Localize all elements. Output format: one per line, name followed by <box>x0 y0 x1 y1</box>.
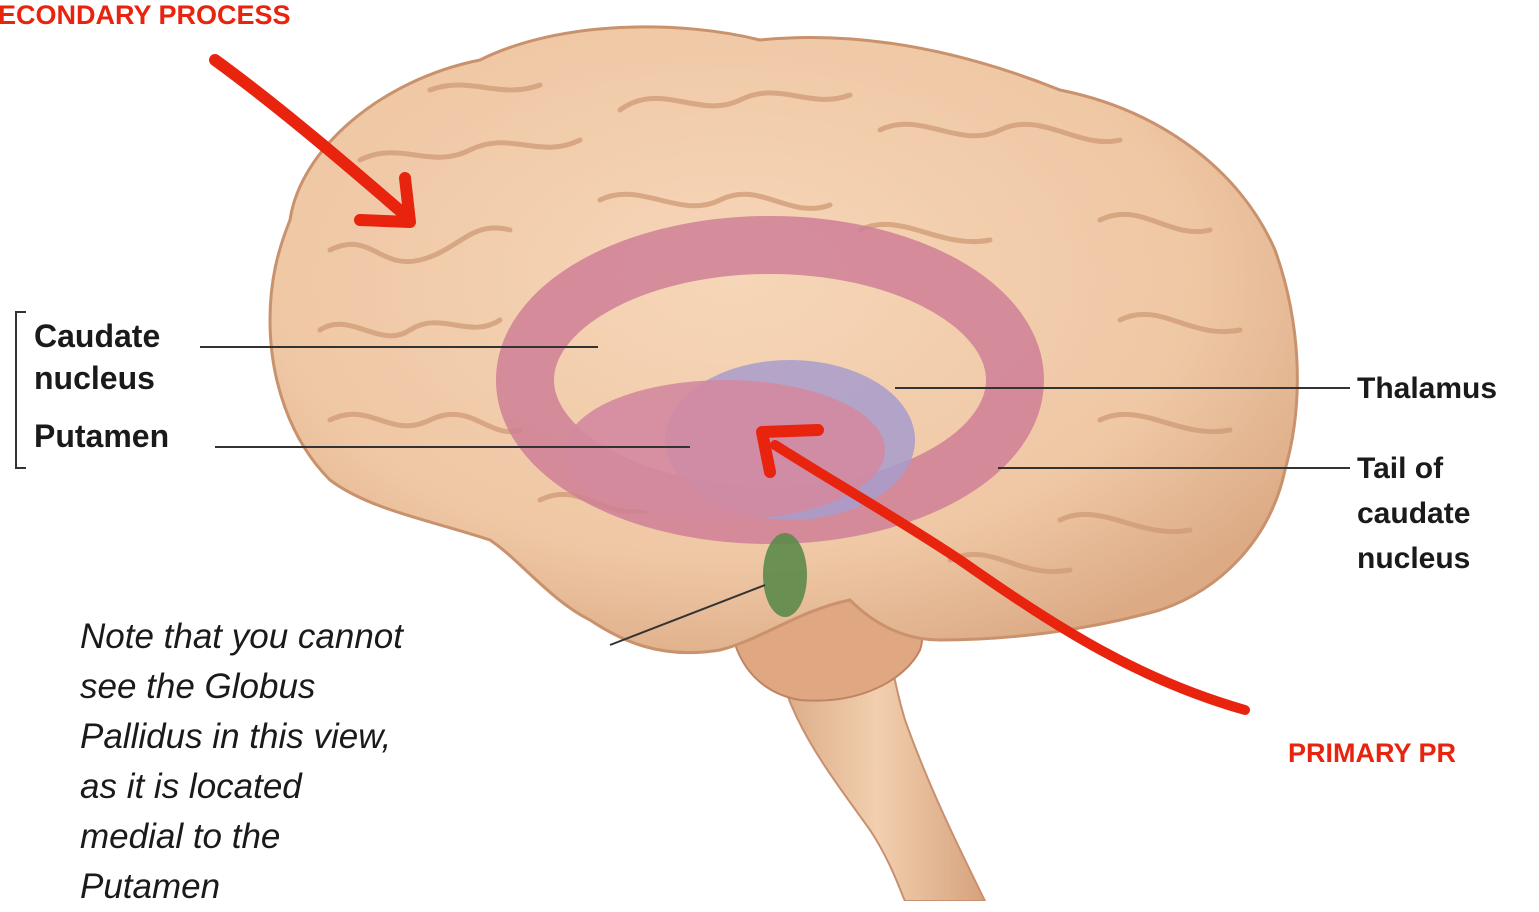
primary-process-label: PRIMARY PR <box>1288 738 1456 769</box>
amygdala <box>763 533 807 617</box>
tail-label-line1: Tail of <box>1357 447 1443 491</box>
putamen <box>565 380 885 520</box>
caudate-label-line2: nucleus <box>34 356 155 400</box>
note-line: as it is located <box>80 762 403 812</box>
caudate-label-line1: Caudate <box>34 314 160 358</box>
note-line: medial to the <box>80 812 403 862</box>
label-bracket <box>16 312 26 468</box>
note-line: see the Globus <box>80 662 403 712</box>
note-line: Note that you cannot <box>80 612 403 662</box>
putamen-label: Putamen <box>34 414 169 458</box>
note-line: Pallidus in this view, <box>80 712 403 762</box>
thalamus-label: Thalamus <box>1357 367 1497 411</box>
note-text: Note that you cannot see the Globus Pall… <box>80 612 403 912</box>
tail-label-line3: nucleus <box>1357 537 1470 581</box>
tail-label-line2: caudate <box>1357 492 1470 536</box>
note-line: Putamen <box>80 862 403 912</box>
secondary-process-label: ECONDARY PROCESS <box>0 0 291 31</box>
